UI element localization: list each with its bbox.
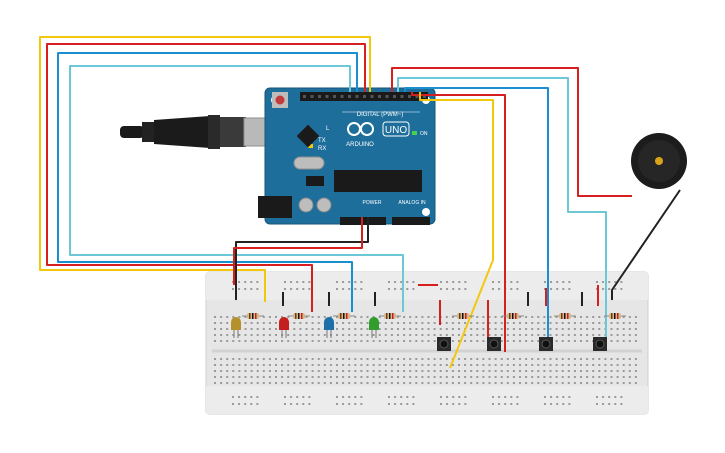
wire-5v [233,217,363,285]
resistors [242,313,626,319]
resistor-2 [288,313,310,319]
leds [231,317,379,338]
tx-label: TX [318,138,326,144]
digital-label: DIGITAL (PWM~) [357,112,404,118]
wire-button-2 [411,92,506,352]
wire-buzzer-ground [611,189,681,300]
l-led-label: L [326,126,330,132]
push-button-2 [487,337,501,351]
wire-button-3 [404,87,549,340]
piezo-buzzer [631,133,687,189]
wire-ground [235,217,369,300]
model-label: UNO [385,125,407,136]
wire-cyan-led [69,65,404,312]
wire-blue-led [57,52,358,312]
resistor-7 [554,313,576,319]
power-jack [258,196,292,218]
resistor-1 [242,313,264,319]
push-button-1 [437,337,451,351]
wires [39,36,681,369]
arduino-logo-icon: ARDUINO [346,122,374,148]
analog-header [392,217,430,225]
brand-label: ARDUINO [346,142,374,148]
wire-red-led [46,43,366,312]
power-label: POWER [363,200,382,206]
resistor-8 [604,313,626,319]
led-blue [324,317,334,338]
atmega-chip [334,170,422,192]
resistor-3 [333,313,355,319]
wire-buzzer [391,67,632,197]
wire-button-1 [419,92,494,369]
push-button-3 [539,337,553,351]
resistor-4 [379,313,401,319]
reset-button [275,95,285,105]
resistor-5 [452,313,474,319]
arduino-uno-board: DIGITAL (PWM~) L TX RX ARDUINO UNO ON PO… [258,87,436,225]
wire-yellow-led [39,36,371,302]
rx-label: RX [318,146,326,152]
led-yellow [231,317,241,338]
wire-button-4 [397,77,607,340]
led-red [279,317,289,338]
analog-label: ANALOG IN [398,200,426,206]
usb-cable [120,115,281,149]
push-buttons [437,337,607,351]
resistor-6 [502,313,524,319]
on-label: ON [420,131,428,137]
push-button-4 [593,337,607,351]
led-green [369,317,379,338]
